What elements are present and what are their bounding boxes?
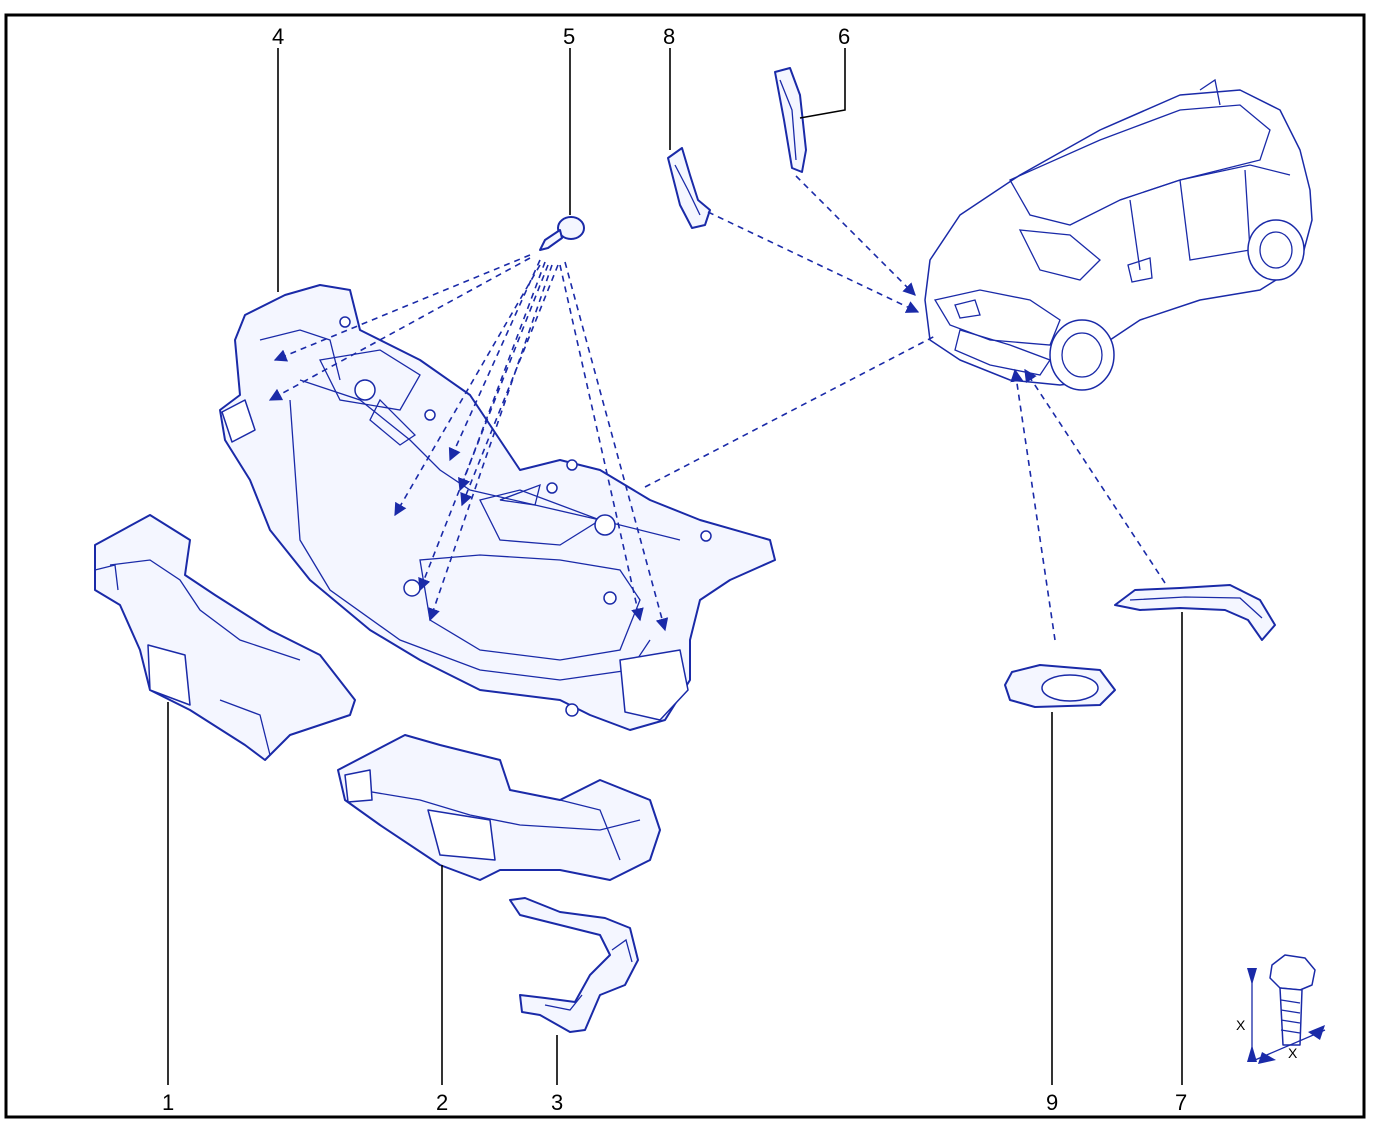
clip-fixing-lines xyxy=(268,254,669,632)
leader-panel-to-car xyxy=(644,335,936,488)
part-7-lower-trim xyxy=(1114,584,1276,641)
callout-leaders xyxy=(167,48,1183,1085)
bolt-dimension-symbol: X X xyxy=(1236,954,1326,1064)
callout-3: 3 xyxy=(551,1090,563,1115)
callout-9: 9 xyxy=(1046,1090,1058,1115)
bolt-label-left: X xyxy=(1236,1017,1246,1033)
callout-5: 5 xyxy=(563,24,575,49)
callout-2: 2 xyxy=(436,1090,448,1115)
part-9-fog-surround xyxy=(1004,664,1116,708)
vehicle-outline xyxy=(924,78,1313,391)
leader-8-to-car xyxy=(707,211,920,313)
callout-1: 1 xyxy=(162,1090,174,1115)
leader-6-to-car xyxy=(795,175,916,296)
part-6-trim-strip xyxy=(774,67,807,173)
callout-numbers: 1 2 3 4 5 8 6 9 7 xyxy=(162,24,1187,1115)
callout-7: 7 xyxy=(1175,1090,1187,1115)
leader-7-to-car xyxy=(1024,368,1166,584)
bolt-label-bottom: X xyxy=(1288,1045,1298,1061)
part-3-guide-rail xyxy=(509,897,639,1033)
part-1-air-duct xyxy=(94,514,356,761)
diagram-border xyxy=(4,13,1366,1119)
part-2-air-duct xyxy=(337,734,661,881)
callout-8: 8 xyxy=(663,24,675,49)
callout-6: 6 xyxy=(838,24,850,49)
callout-4: 4 xyxy=(272,24,284,49)
part-5-clip xyxy=(539,216,585,251)
leader-9-to-car xyxy=(1010,368,1056,641)
part-8-bracket xyxy=(667,147,711,229)
